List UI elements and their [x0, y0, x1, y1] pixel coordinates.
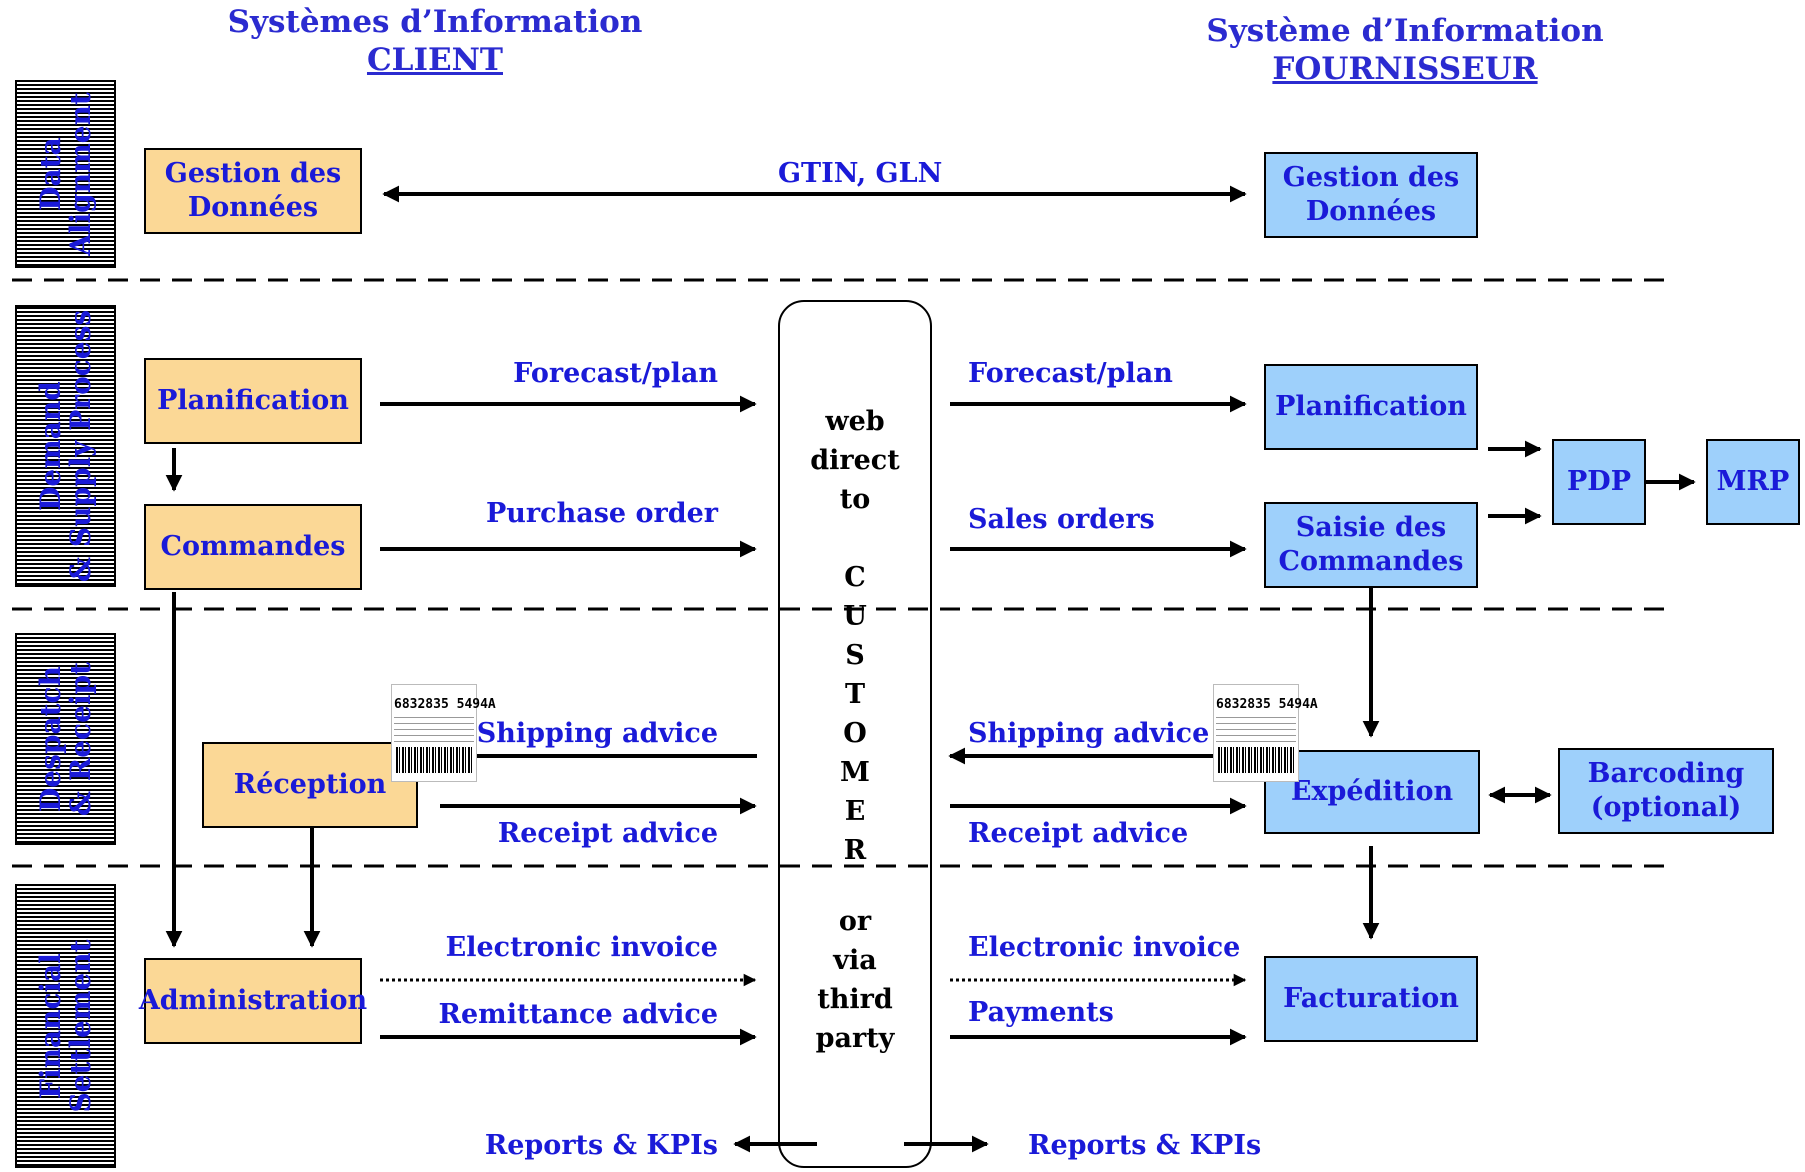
supplier-header-name: FOURNISSEUR	[1272, 51, 1538, 87]
client-header-name: CLIENT	[366, 42, 503, 78]
client-data-management-box: Gestion des Données	[144, 148, 362, 234]
supplier-order-entry-box: Saisie des Commandes	[1264, 502, 1478, 588]
shipping-label-image-right: 6832835 5494A	[1213, 684, 1318, 782]
customer-bottom-text: or via third party	[815, 906, 895, 1054]
einvoice-label-right: Electronic invoice	[968, 932, 1241, 963]
supplier-data-management-box: Gestion des Données	[1264, 152, 1478, 238]
reports-label-left: Reports & KPIs	[484, 1130, 718, 1161]
pdp-box: PDP	[1552, 439, 1646, 525]
shipping-advice-label-left: Shipping advice	[476, 718, 718, 749]
customer-top-text: web direct to	[810, 406, 900, 515]
mrp-box: MRP	[1706, 439, 1800, 525]
shipping-label-image-left: 6832835 5494A	[391, 684, 496, 782]
supplier-invoicing-box: Facturation	[1264, 956, 1478, 1042]
purchase-order-label: Purchase order	[485, 498, 718, 529]
receipt-advice-label-left: Receipt advice	[497, 818, 718, 849]
shipping-label-code: 6832835 5494A	[1216, 697, 1318, 712]
gtin-label: GTIN, GLN	[778, 158, 943, 189]
supplier-planning-box: Planification	[1264, 364, 1478, 450]
client-orders-box: Commandes	[144, 504, 362, 590]
band-despatch-receipt: Despatch& Receipt	[15, 633, 116, 845]
reports-label-right: Reports & KPIs	[1028, 1130, 1262, 1161]
shipping-label-code: 6832835 5494A	[394, 697, 496, 712]
client-reception-box: Réception	[202, 742, 418, 828]
receipt-advice-label-right: Receipt advice	[968, 818, 1189, 849]
band-demand-supply: Demand& Supply Process	[15, 305, 116, 587]
barcoding-box: Barcoding (optional)	[1558, 748, 1774, 834]
customer-channel	[778, 300, 932, 1168]
payments-label: Payments	[968, 997, 1114, 1028]
remittance-label: Remittance advice	[438, 999, 718, 1030]
supplier-shipping-box: Expédition	[1264, 750, 1480, 834]
client-header: Systèmes d’Information CLIENT	[200, 3, 670, 79]
forecast-label-left: Forecast/plan	[513, 358, 718, 389]
client-planning-box: Planification	[144, 358, 362, 444]
einvoice-label-left: Electronic invoice	[445, 932, 718, 963]
supplier-header-title: Système d’Information	[1206, 13, 1604, 49]
client-header-title: Systèmes d’Information	[227, 4, 643, 40]
supplier-header: Système d’Information FOURNISSEUR	[1165, 12, 1645, 88]
shipping-advice-label-right: Shipping advice	[968, 718, 1210, 749]
client-administration-box: Administration	[139, 958, 367, 1044]
forecast-label-right: Forecast/plan	[968, 358, 1173, 389]
sales-orders-label: Sales orders	[968, 504, 1155, 535]
